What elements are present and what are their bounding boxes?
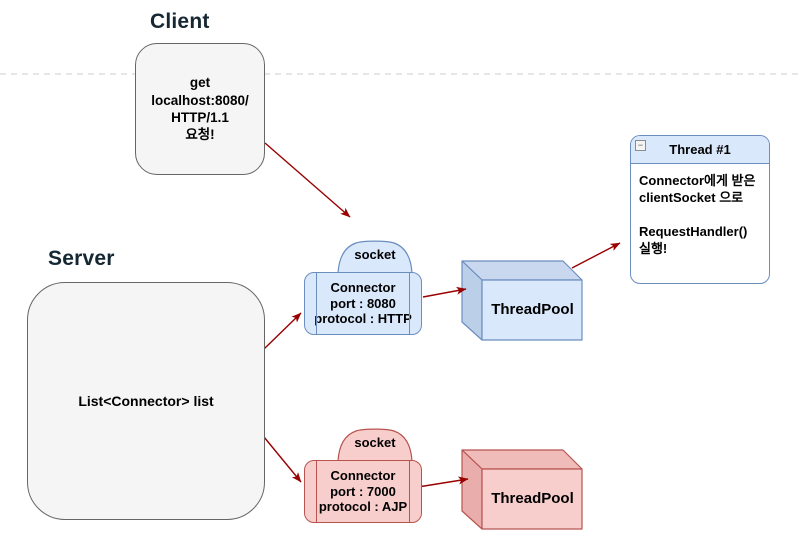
process-left-divider: [316, 461, 317, 522]
client-request-text: get localhost:8080/ HTTP/1.1 요청!: [151, 75, 249, 143]
server-title: Server: [48, 247, 115, 270]
cube-top-face: [461, 260, 583, 281]
thread-card: − Thread #1 Connector에게 받은 clientSocket …: [630, 135, 770, 284]
socket-label-ajp: socket: [354, 435, 396, 450]
arrow-server-to-connector-ajp: [263, 436, 302, 483]
client-title: Client: [150, 10, 210, 33]
client-request-box: get localhost:8080/ HTTP/1.1 요청!: [135, 43, 265, 175]
socket-shape-ajp: [337, 428, 413, 462]
cube-front-face: [481, 279, 583, 341]
threadpool-label-http: ThreadPool: [491, 301, 574, 318]
socket-label-http: socket: [354, 247, 396, 262]
cube-front-face: [481, 468, 583, 530]
server-box-label: List<Connector> list: [78, 393, 214, 409]
thread-card-title: Thread #1: [669, 142, 731, 157]
process-left-divider: [316, 273, 317, 334]
process-right-divider: [409, 273, 410, 334]
arrow-client-to-socket: [264, 142, 351, 218]
socket-shape-http: [337, 240, 413, 274]
threadpool-cube-http: [461, 260, 583, 341]
connector-ajp-label: Connector port : 7000 protocol : AJP: [318, 467, 408, 515]
server-box: List<Connector> list: [27, 282, 265, 520]
arrow-server-to-connector-http: [263, 312, 302, 350]
connector-node-http: Connector port : 8080 protocol : HTTP: [304, 272, 422, 335]
threadpool-cube-ajp: [461, 449, 583, 530]
cube-top-face: [461, 449, 583, 470]
arrow-connector-http-to-threadpool: [422, 286, 467, 298]
thread-card-header: − Thread #1: [631, 136, 769, 164]
arrow-threadpool-to-thread: [571, 242, 621, 269]
connector-http-label: Connector port : 8080 protocol : HTTP: [314, 279, 412, 327]
connector-node-ajp: Connector port : 7000 protocol : AJP: [304, 460, 422, 523]
process-right-divider: [409, 461, 410, 522]
arrow-connector-ajp-to-threadpool: [417, 476, 469, 488]
thread-card-body: Connector에게 받은 clientSocket 으로 RequestHa…: [639, 173, 756, 256]
threadpool-label-ajp: ThreadPool: [491, 490, 574, 507]
collapse-icon: −: [635, 140, 646, 151]
